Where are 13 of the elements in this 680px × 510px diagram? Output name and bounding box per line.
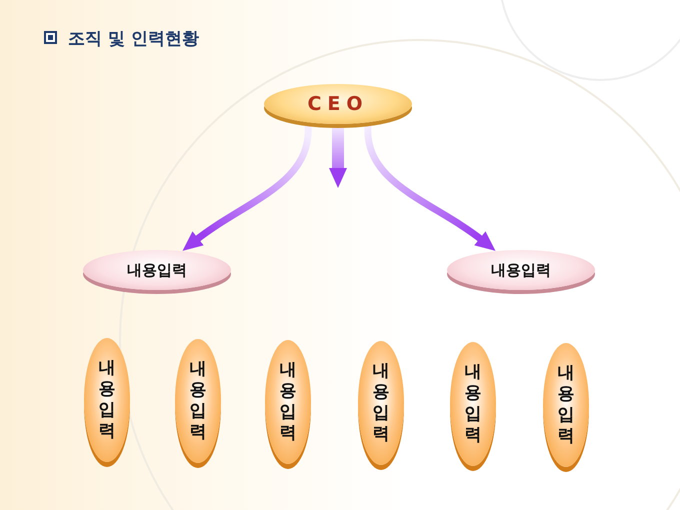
ceo-ellipse: CEO	[264, 84, 412, 124]
arrow	[329, 126, 347, 188]
title: 조직 및 인력현황	[68, 28, 199, 50]
department-ellipse: 내용입력	[83, 250, 231, 290]
team-ellipse: 내용입력	[543, 343, 589, 467]
arrow	[364, 124, 496, 250]
arrow	[182, 124, 312, 250]
team-ellipse: 내용입력	[84, 338, 130, 462]
team-ellipse: 내용입력	[175, 339, 221, 463]
team-ellipse: 내용입력	[358, 341, 404, 465]
team-ellipse: 내용입력	[450, 342, 496, 466]
department-ellipse: 내용입력	[447, 250, 595, 290]
team-ellipse: 내용입력	[265, 340, 311, 464]
